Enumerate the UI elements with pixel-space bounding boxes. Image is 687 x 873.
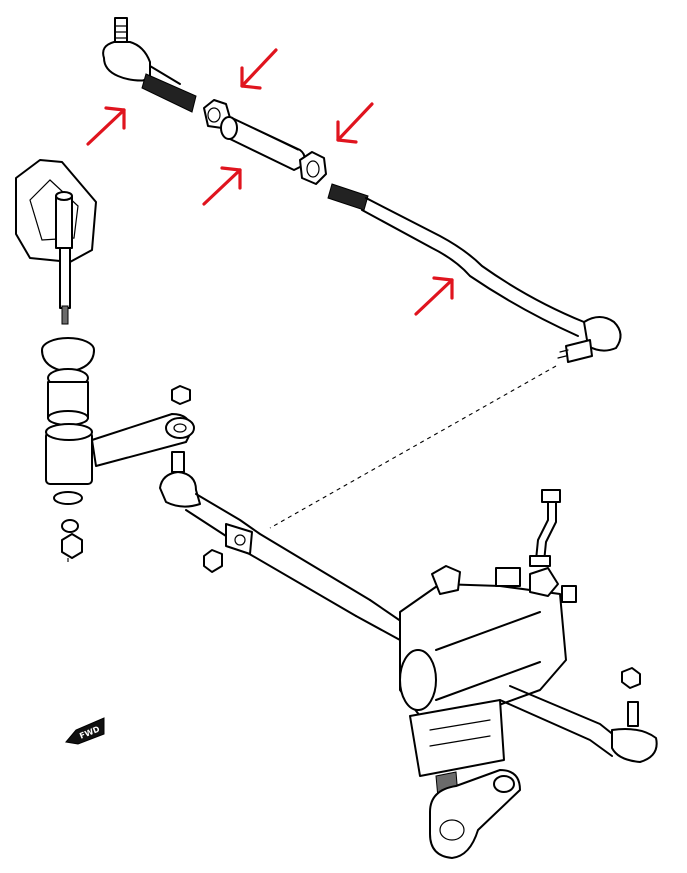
idler-arm-bracket — [15, 159, 97, 325]
red-arrow-left-jam-nut — [240, 48, 278, 90]
pitman-arm — [429, 769, 521, 859]
fwd-indicator: FWD — [65, 717, 105, 745]
adjusting-sleeve — [220, 116, 306, 171]
red-arrows — [86, 48, 454, 316]
red-arrow-tie-rod-end — [86, 106, 126, 146]
idler-arm — [45, 385, 195, 559]
right-tie-rod — [499, 667, 658, 763]
connector-line-relay-to-center — [269, 365, 557, 529]
steering-gear-box — [399, 565, 577, 799]
left-tie-rod-end — [102, 17, 197, 113]
right-jam-nut — [299, 151, 327, 185]
red-arrow-right-jam-nut — [336, 102, 374, 144]
feed-pipe — [529, 489, 561, 567]
red-arrow-long-bar — [414, 276, 454, 316]
center-link — [159, 451, 409, 641]
tie-rod-long-bar — [327, 183, 622, 363]
idler-bushing-stack — [41, 337, 95, 426]
red-arrow-sleeve — [202, 166, 242, 206]
